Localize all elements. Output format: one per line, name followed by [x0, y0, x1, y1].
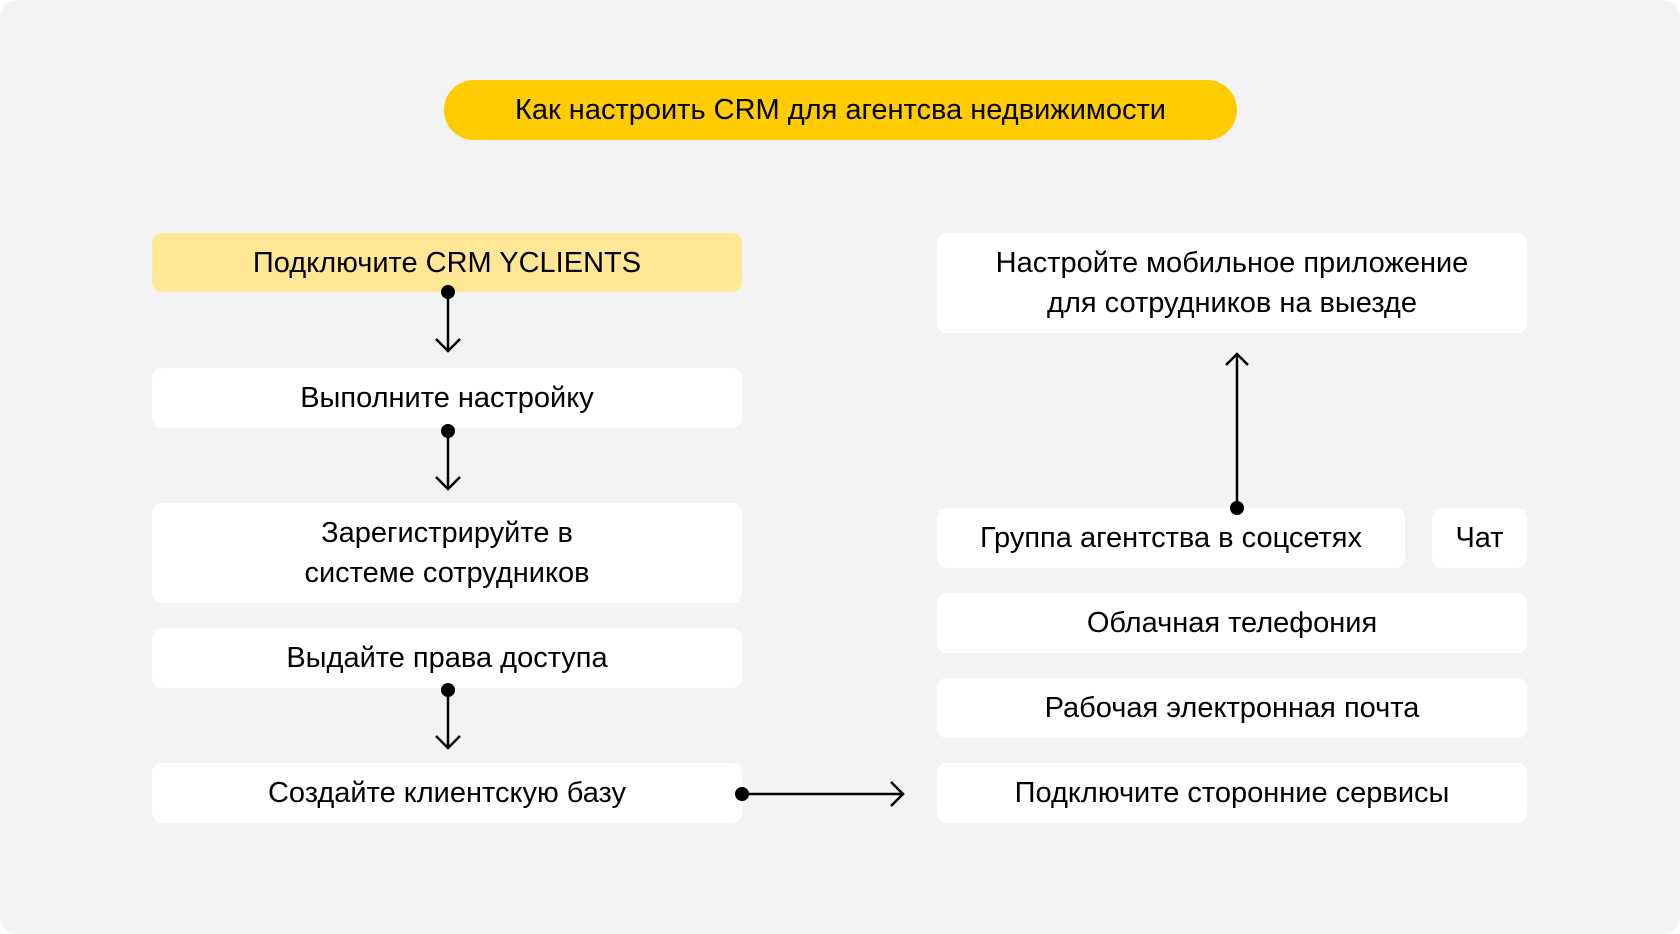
connector-social-to-mobile	[1225, 352, 1249, 515]
connector-clientbase-to-services	[735, 781, 905, 807]
step-label: Выдайте права доступа	[286, 642, 608, 674]
step-label: Создайте клиентскую базу	[267, 777, 627, 809]
arrow-down-icon	[435, 735, 461, 750]
item-third-party-services: Подключите сторонние сервисы	[937, 763, 1527, 823]
connector-setup-to-register	[435, 424, 461, 491]
arrow-down-icon	[435, 338, 461, 353]
item-label: Подключите сторонние сервисы	[1014, 777, 1450, 809]
step-grant-access: Выдайте права доступа	[152, 628, 742, 688]
item-label: Рабочая электронная почта	[1044, 692, 1420, 724]
item-mobile-app: Настройте мобильное приложение для сотру…	[937, 233, 1527, 333]
arrow-up-icon	[1225, 352, 1249, 366]
item-label: Группа агентства в соцсетях	[979, 522, 1363, 554]
step-connect-crm: Подключите CRM YCLIENTS	[152, 233, 742, 292]
item-label: Чат	[1455, 522, 1504, 554]
item-label: Облачная телефония	[1086, 607, 1378, 639]
diagram-title-text: Как настроить CRM для агентсва недвижимо…	[515, 93, 1166, 126]
connector-crm-to-setup	[435, 285, 461, 353]
item-social-group: Группа агентства в соцсетях	[937, 508, 1405, 568]
step-create-client-base: Создайте клиентскую базу	[152, 763, 742, 823]
step-label: Подключите CRM YCLIENTS	[252, 246, 642, 279]
step-setup: Выполните настройку	[152, 368, 742, 428]
item-cloud-telephony: Облачная телефония	[937, 593, 1527, 653]
connector-access-to-clientbase	[435, 683, 461, 750]
item-work-email: Рабочая электронная почта	[937, 678, 1527, 738]
step-label: Зарегистрируйте в системе сотрудников	[304, 517, 590, 589]
step-label: Выполните настройку	[300, 382, 594, 414]
diagram-title: Как настроить CRM для агентсва недвижимо…	[444, 80, 1237, 140]
item-label: Настройте мобильное приложение для сотру…	[995, 247, 1469, 319]
arrow-right-icon	[890, 781, 905, 807]
step-register-employees: Зарегистрируйте в системе сотрудников	[152, 503, 742, 603]
item-chat: Чат	[1432, 508, 1527, 568]
arrow-down-icon	[435, 476, 461, 491]
